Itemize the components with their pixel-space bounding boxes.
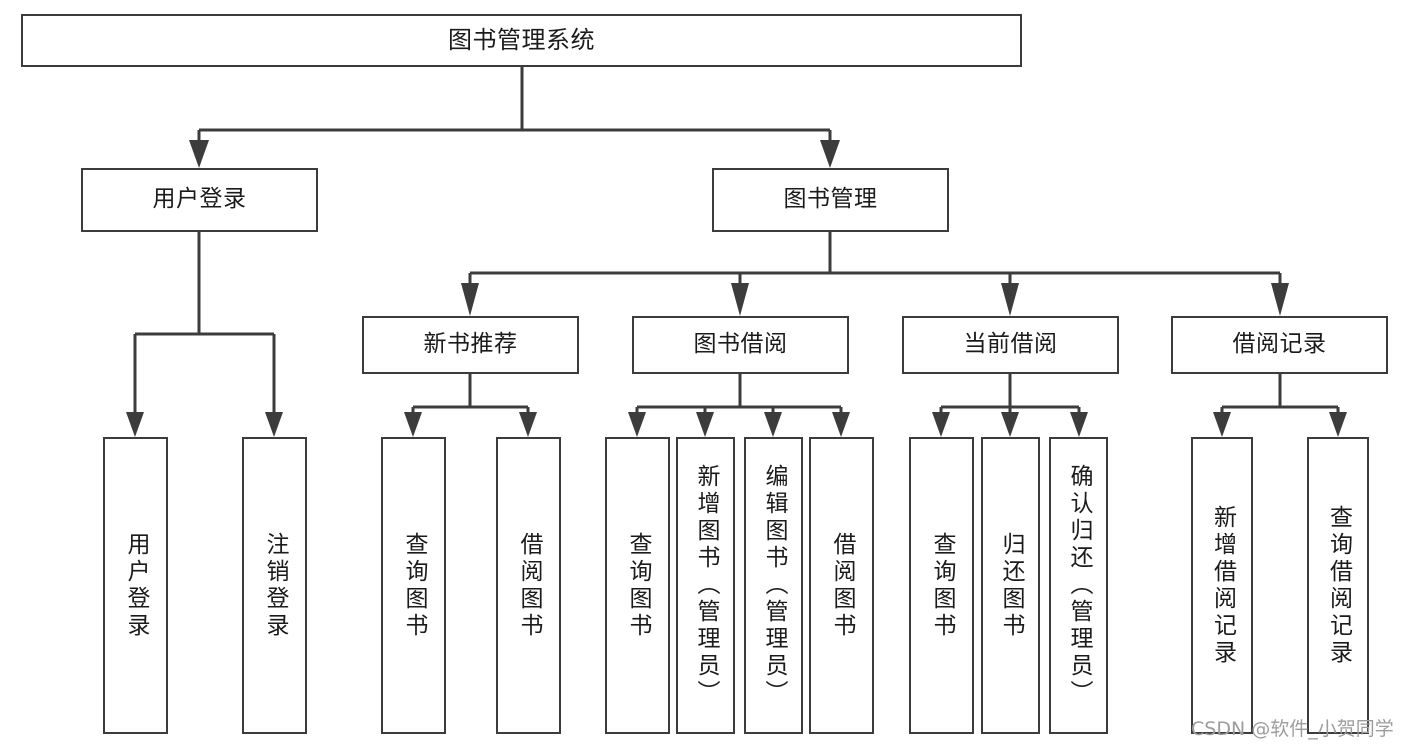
node-leaf-borrow-book-1[interactable]: 借阅图书 [496,437,561,734]
node-book-manage-label: 图书管理 [783,186,878,213]
arrow-to-bookmanage [820,140,840,168]
node-borrow-record[interactable]: 借阅记录 [1171,316,1388,374]
node-leaf-add-book-label: 新增图书（管理员） [693,464,719,707]
node-current-borrow[interactable]: 当前借阅 [902,316,1119,374]
node-leaf-return-book-label: 归还图书 [998,531,1024,640]
arrow-to-leaf-add-record [1213,412,1231,437]
arrow-to-leaf-borrow-book-2 [832,412,850,437]
node-leaf-confirm-return-label: 确认归还（管理员） [1066,464,1092,707]
node-leaf-edit-book-label: 编辑图书（管理员） [761,464,787,707]
arrow-to-leaf-user-logout [265,412,283,437]
arrow-to-leaf-user-login [126,412,144,437]
node-leaf-query-book-2[interactable]: 查询图书 [605,437,670,734]
node-root-label: 图书管理系统 [448,26,595,55]
node-leaf-add-book[interactable]: 新增图书（管理员） [676,437,735,734]
node-leaf-return-book[interactable]: 归还图书 [981,437,1040,734]
node-leaf-query-record-label: 查询借阅记录 [1325,504,1352,667]
node-leaf-user-login[interactable]: 用户登录 [103,437,168,734]
arrow-to-userlogin [189,140,209,168]
arrow-to-leaf-query-book-1 [404,412,422,437]
arrow-to-borrow-record [1271,283,1289,316]
node-user-login-label: 用户登录 [152,186,247,213]
arrow-to-leaf-return-book [1001,412,1019,437]
node-leaf-borrow-book-2-label: 借阅图书 [829,531,855,640]
node-leaf-edit-book[interactable]: 编辑图书（管理员） [744,437,803,734]
arrow-to-leaf-query-book-3 [932,412,950,437]
node-leaf-query-book-2-label: 查询图书 [625,531,651,640]
node-leaf-add-record[interactable]: 新增借阅记录 [1191,437,1253,734]
node-leaf-user-logout-label: 注销登录 [262,531,288,640]
node-leaf-borrow-book-1-label: 借阅图书 [516,531,542,640]
arrow-to-current-borrow [1001,283,1019,316]
node-book-borrow-label: 图书借阅 [693,331,788,358]
node-new-book-recommend-label: 新书推荐 [423,331,518,358]
watermark: CSDN @软件_小贺同学 [1191,718,1394,740]
node-leaf-user-logout[interactable]: 注销登录 [242,437,307,734]
node-leaf-query-book-3[interactable]: 查询图书 [909,437,974,734]
arrow-to-leaf-query-book-2 [628,412,646,437]
arrow-to-leaf-borrow-book-1 [519,412,537,437]
node-current-borrow-label: 当前借阅 [963,331,1058,358]
node-root[interactable]: 图书管理系统 [21,14,1022,67]
node-leaf-confirm-return[interactable]: 确认归还（管理员） [1049,437,1108,734]
node-leaf-query-book-1[interactable]: 查询图书 [381,437,446,734]
node-user-login[interactable]: 用户登录 [81,168,318,232]
node-leaf-query-record[interactable]: 查询借阅记录 [1307,437,1369,734]
arrow-to-leaf-query-record [1329,412,1347,437]
node-book-manage[interactable]: 图书管理 [712,168,949,232]
node-leaf-query-book-3-label: 查询图书 [929,531,955,640]
arrow-to-leaf-add-book [696,412,714,437]
node-leaf-user-login-label: 用户登录 [123,531,149,640]
arrow-to-leaf-edit-book [764,412,782,437]
arrow-to-book-borrow [731,283,749,316]
arrow-to-new-book-recommend [461,283,479,316]
node-leaf-borrow-book-2[interactable]: 借阅图书 [809,437,874,734]
node-new-book-recommend[interactable]: 新书推荐 [362,316,579,374]
node-leaf-add-record-label: 新增借阅记录 [1209,504,1236,667]
arrow-to-leaf-confirm-return [1070,412,1088,437]
node-book-borrow[interactable]: 图书借阅 [632,316,849,374]
node-borrow-record-label: 借阅记录 [1232,331,1327,358]
node-leaf-query-book-1-label: 查询图书 [401,531,427,640]
